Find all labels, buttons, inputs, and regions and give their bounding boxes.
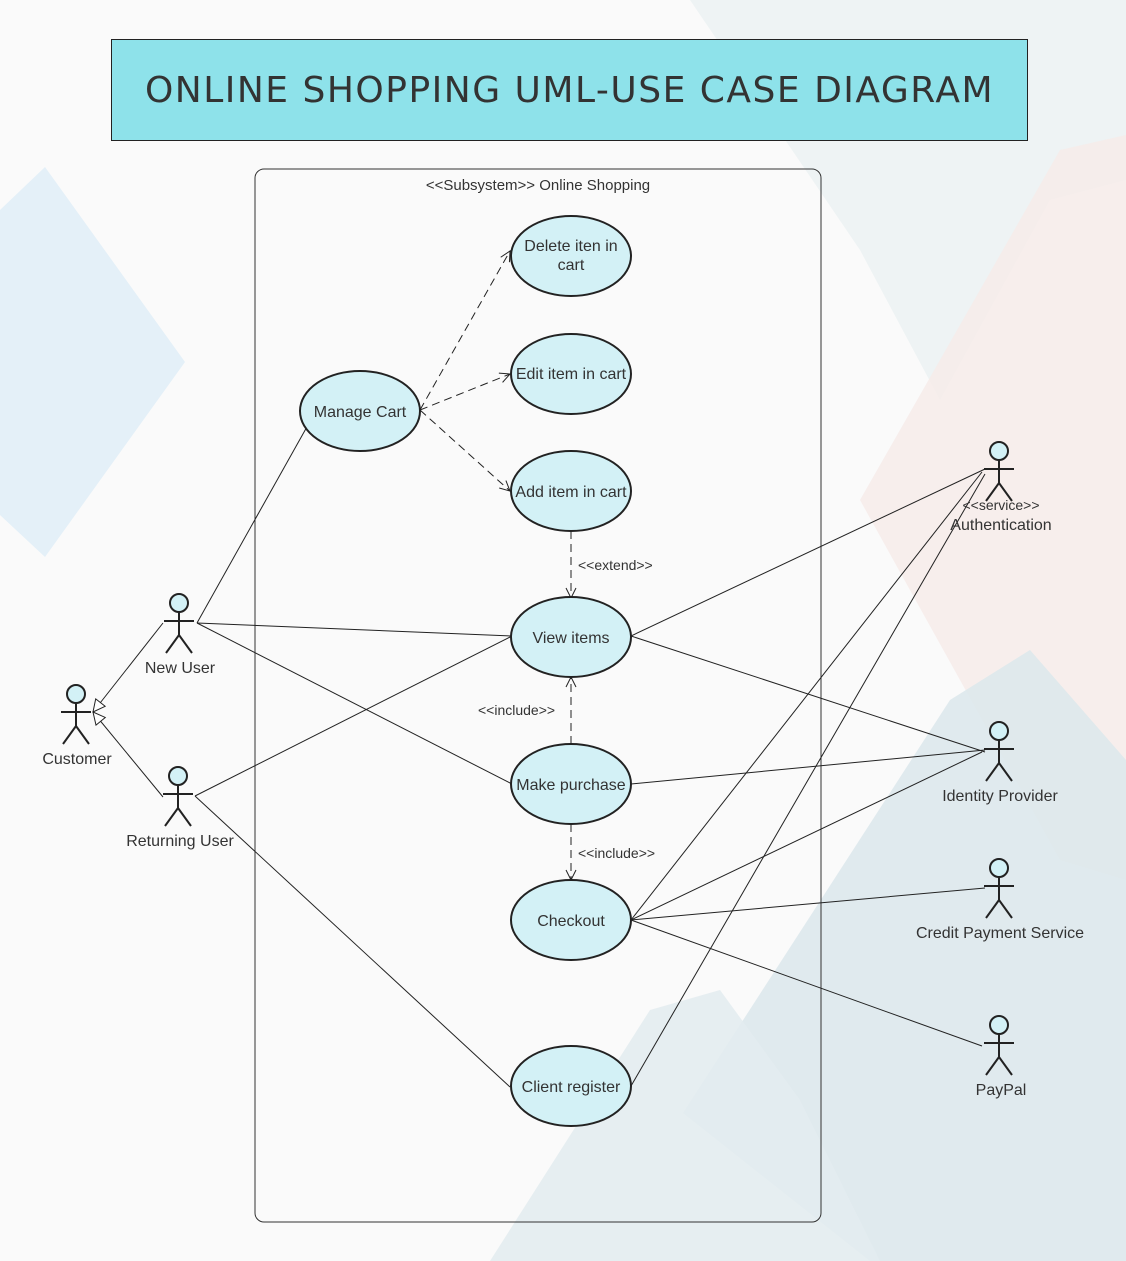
actor-credit-payment-icon — [989, 858, 1009, 878]
assoc-clientregister-auth — [630, 473, 986, 1087]
use-case-view-items-label: View items — [532, 630, 609, 647]
actor-authentication-icon — [989, 441, 1009, 461]
actor-identity-provider-label: Identity Provider — [942, 788, 1058, 805]
actor-customer[interactable] — [61, 684, 91, 745]
use-case-checkout-label: Checkout — [537, 913, 605, 930]
actor-paypal-label: PayPal — [976, 1082, 1027, 1099]
subsystem-boundary — [254, 168, 822, 1223]
generalizations — [93, 622, 164, 798]
actor-credit-payment[interactable] — [984, 858, 1014, 919]
use-case-make-purchase-label: Make purchase — [516, 777, 625, 794]
generalization-returning-customer — [93, 712, 164, 798]
use-case-view-items[interactable]: View items — [510, 596, 632, 678]
actor-paypal[interactable] — [984, 1015, 1014, 1076]
actor-new-user[interactable] — [164, 593, 194, 654]
use-case-delete-item-line2: cart — [558, 257, 585, 274]
actor-identity-provider[interactable] — [984, 721, 1014, 782]
use-case-manage-cart-label: Manage Cart — [314, 404, 407, 421]
use-case-delete-item-line1: Delete iten in — [524, 238, 617, 255]
associations — [194, 399, 986, 1088]
assoc-purchase-idp — [630, 749, 986, 785]
dep-managecart-edit — [419, 374, 510, 411]
use-case-manage-cart[interactable]: Manage Cart — [299, 370, 421, 452]
extend-label: <<extend>> — [578, 557, 653, 573]
dep-managecart-add — [419, 409, 510, 491]
actor-new-user-icon — [169, 593, 189, 613]
actor-new-user-label: New User — [145, 660, 216, 677]
assoc-checkout-paypal — [630, 919, 983, 1047]
use-case-edit-item[interactable]: Edit item in cart — [510, 333, 632, 415]
actor-paypal-icon — [989, 1015, 1009, 1035]
assoc-newuser-viewitems — [196, 622, 513, 637]
use-case-checkout[interactable]: Checkout — [510, 879, 632, 961]
actor-returning-user[interactable] — [163, 766, 193, 827]
assoc-newuser-makepurchase — [196, 622, 513, 785]
diagram-title: ONLINE SHOPPING UML-USE CASE DIAGRAM — [144, 69, 995, 111]
use-case-edit-item-label: Edit item in cart — [516, 366, 627, 383]
use-case-client-register-label: Client register — [522, 1079, 621, 1096]
assoc-checkout-credit — [630, 887, 986, 921]
assoc-returning-clientregister — [194, 795, 511, 1088]
assoc-checkout-auth — [630, 471, 983, 921]
actor-customer-icon — [66, 684, 86, 704]
subsystem-label: <<Subsystem>> Online Shopping — [426, 177, 650, 194]
actor-authentication-label: Authentication — [950, 517, 1051, 534]
assoc-newuser-managecart — [196, 399, 323, 624]
use-case-add-item[interactable]: Add item in cart — [510, 450, 632, 532]
include-checkout-label: <<include>> — [578, 845, 655, 861]
dep-managecart-delete — [419, 251, 510, 411]
assoc-checkout-idp — [630, 751, 983, 921]
assoc-returning-viewitems — [194, 635, 513, 797]
generalization-newuser-customer — [93, 622, 164, 712]
actor-credit-payment-label: Credit Payment Service — [916, 925, 1084, 942]
use-case-client-register[interactable]: Client register — [510, 1045, 632, 1127]
include-view-label: <<include>> — [478, 702, 555, 718]
actor-identity-provider-icon — [989, 721, 1009, 741]
use-case-add-item-label: Add item in cart — [515, 484, 627, 501]
title-banner: ONLINE SHOPPING UML-USE CASE DIAGRAM — [111, 39, 1028, 141]
use-case-make-purchase[interactable]: Make purchase — [510, 743, 632, 825]
dependencies — [419, 251, 571, 880]
actor-authentication-stereotype: <<service>> — [962, 497, 1039, 513]
actor-customer-label: Customer — [42, 751, 112, 768]
assoc-viewitems-auth — [630, 468, 986, 637]
actor-authentication[interactable] — [984, 441, 1014, 502]
use-case-delete-item[interactable]: Delete iten in cart — [510, 215, 632, 297]
actor-returning-user-label: Returning User — [126, 833, 234, 850]
actor-returning-user-icon — [168, 766, 188, 786]
